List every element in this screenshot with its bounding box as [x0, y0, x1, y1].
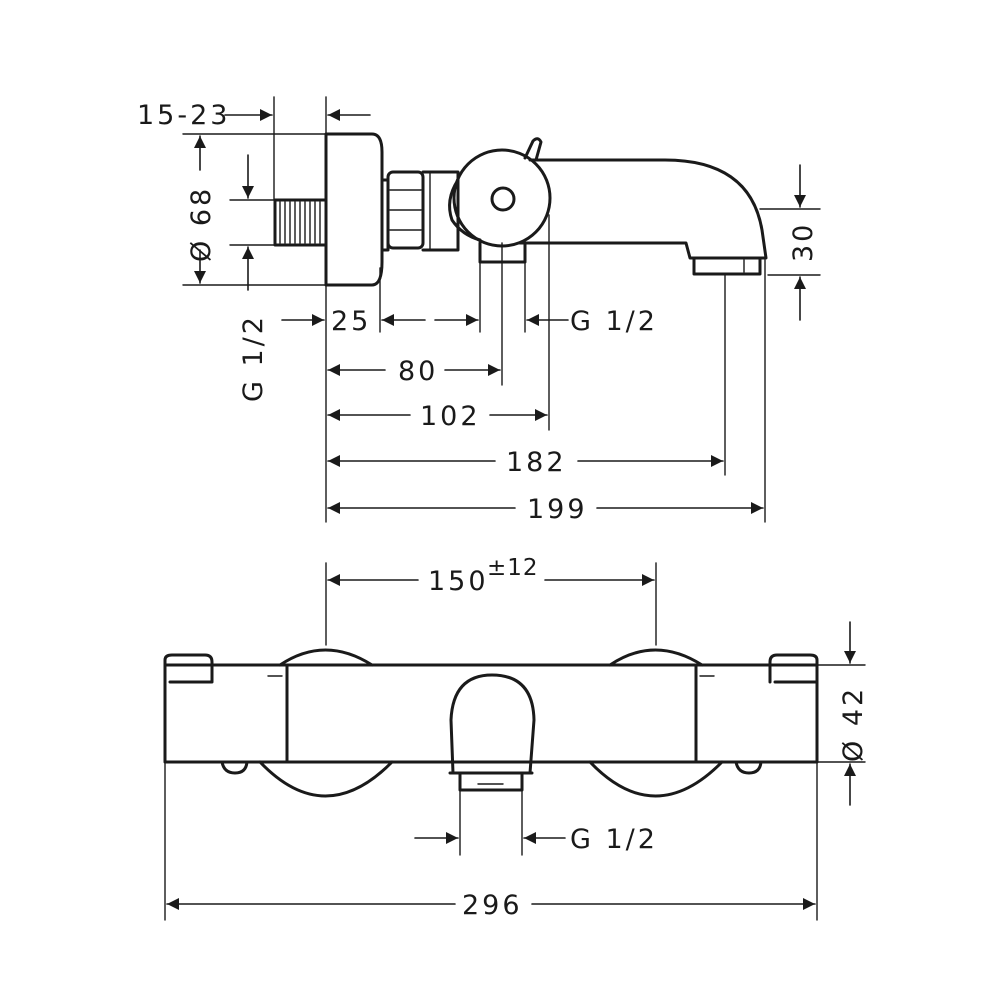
inlet-thread: [273, 198, 328, 247]
hex-nut: [386, 170, 425, 250]
valve-handle: [523, 137, 543, 162]
body-connector: [421, 170, 460, 252]
dim-199: 199: [527, 494, 588, 525]
front-view: 150 ±12 Ø 42 G 1/2 296: [163, 555, 869, 921]
left-wall-disc-top: [278, 648, 374, 667]
dim-inlet-diameter: Ø 68: [186, 186, 217, 262]
mixer-body: [163, 663, 819, 764]
front-extension-lines: [164, 562, 866, 921]
valve-disc: [452, 148, 552, 248]
left-wall-disc-bottom: [258, 760, 394, 798]
side-extension-lines: [182, 96, 821, 523]
wall-flange: [324, 132, 384, 287]
left-foot: [220, 760, 249, 775]
right-wall-disc-top: [608, 648, 704, 667]
dim-inlet-thread: G 1/2: [238, 314, 269, 402]
right-foot: [734, 760, 763, 775]
dim-front-outlet-thread: G 1/2: [570, 824, 658, 855]
front-outlet: [458, 771, 524, 792]
valve-cam: [448, 178, 482, 242]
valve-centre: [490, 186, 516, 212]
left-end-cap: [163, 653, 214, 684]
right-wall-disc-bottom: [588, 760, 724, 798]
spout: [518, 158, 768, 260]
dim-182: 182: [506, 447, 567, 478]
dim-spout-height: 30: [788, 222, 819, 262]
dim-outlet-thread: G 1/2: [570, 306, 658, 337]
dim-centres-tolerance: ±12: [487, 555, 539, 581]
dim-80: 80: [398, 356, 438, 387]
dim-overall-width: 296: [462, 890, 523, 921]
dim-wall-range: 15-23: [137, 100, 230, 131]
dim-25: 25: [331, 306, 371, 337]
dim-centres: 150: [428, 566, 489, 597]
side-view: 15-23 Ø 68 G 1/2 25 G 1/2 80 102 182 199: [137, 96, 821, 525]
dim-102: 102: [420, 401, 481, 432]
spout-outlet: [692, 256, 762, 276]
right-end-cap: [768, 653, 819, 684]
front-spout: [449, 673, 536, 775]
dim-body-diameter: Ø 42: [838, 686, 869, 762]
